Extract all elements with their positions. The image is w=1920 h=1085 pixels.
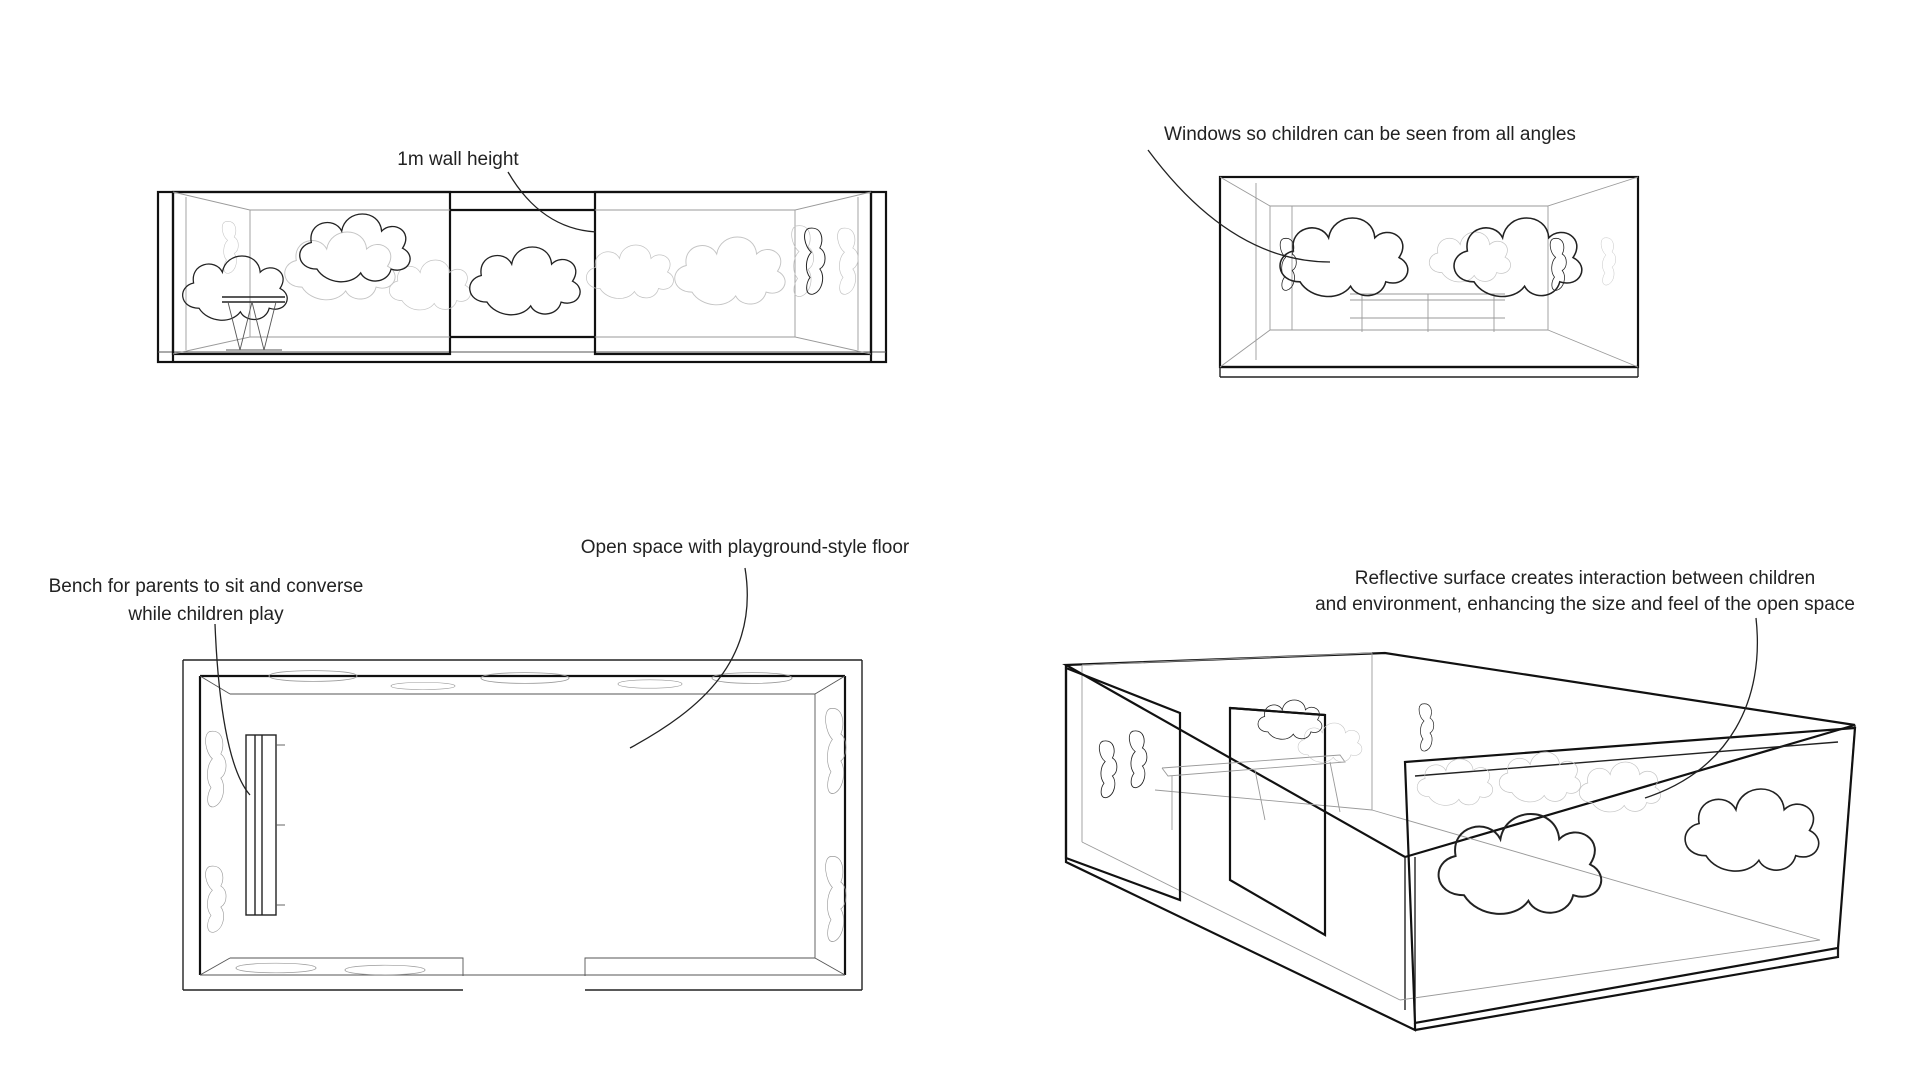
wall-height-label: 1m wall height [397,149,519,170]
window-cloud-icon [182,255,288,321]
wall-height-leader [507,171,597,233]
reflective-label-line1: Reflective surface creates interaction b… [1355,568,1815,589]
side-outline [1218,175,1640,369]
plan-view [182,659,863,991]
bench-iso-icon [1161,754,1346,830]
isometric-view [1062,651,1857,1032]
windows-label: Windows so children can be seen from all… [1164,124,1576,145]
right-wall-panel [593,190,873,356]
front-elevation-view [156,190,888,364]
open-space-leader [629,567,748,749]
iso-middle-wall-panel [1228,706,1327,937]
iso-reflective-wall [1403,726,1857,1025]
bench-label-line1: Bench for parents to sit and converse [49,576,364,597]
window-cloud-icon [1279,217,1409,298]
side-elevation-view [1218,175,1640,378]
reflective-leader [1644,617,1758,799]
windows-leader [1147,149,1331,263]
reflective-cloud-icon [1437,813,1603,915]
bench-front-icon [1350,293,1505,332]
bench-label-line2: while children play [127,604,284,625]
leader-lines [214,149,1758,799]
iso-left-wall-panel [1064,666,1182,902]
bench-plan-icon [245,734,285,916]
annotation-labels: 1m wall height Windows so children can b… [49,124,1855,625]
iso-top-rim [1062,651,1856,859]
bench-side-icon [222,296,285,351]
open-space-label: Open space with playground-style floor [581,537,910,558]
left-wall-panel [171,190,452,356]
bench-leader [214,623,251,796]
reflective-label-line2: and environment, enhancing the size and … [1315,594,1855,615]
